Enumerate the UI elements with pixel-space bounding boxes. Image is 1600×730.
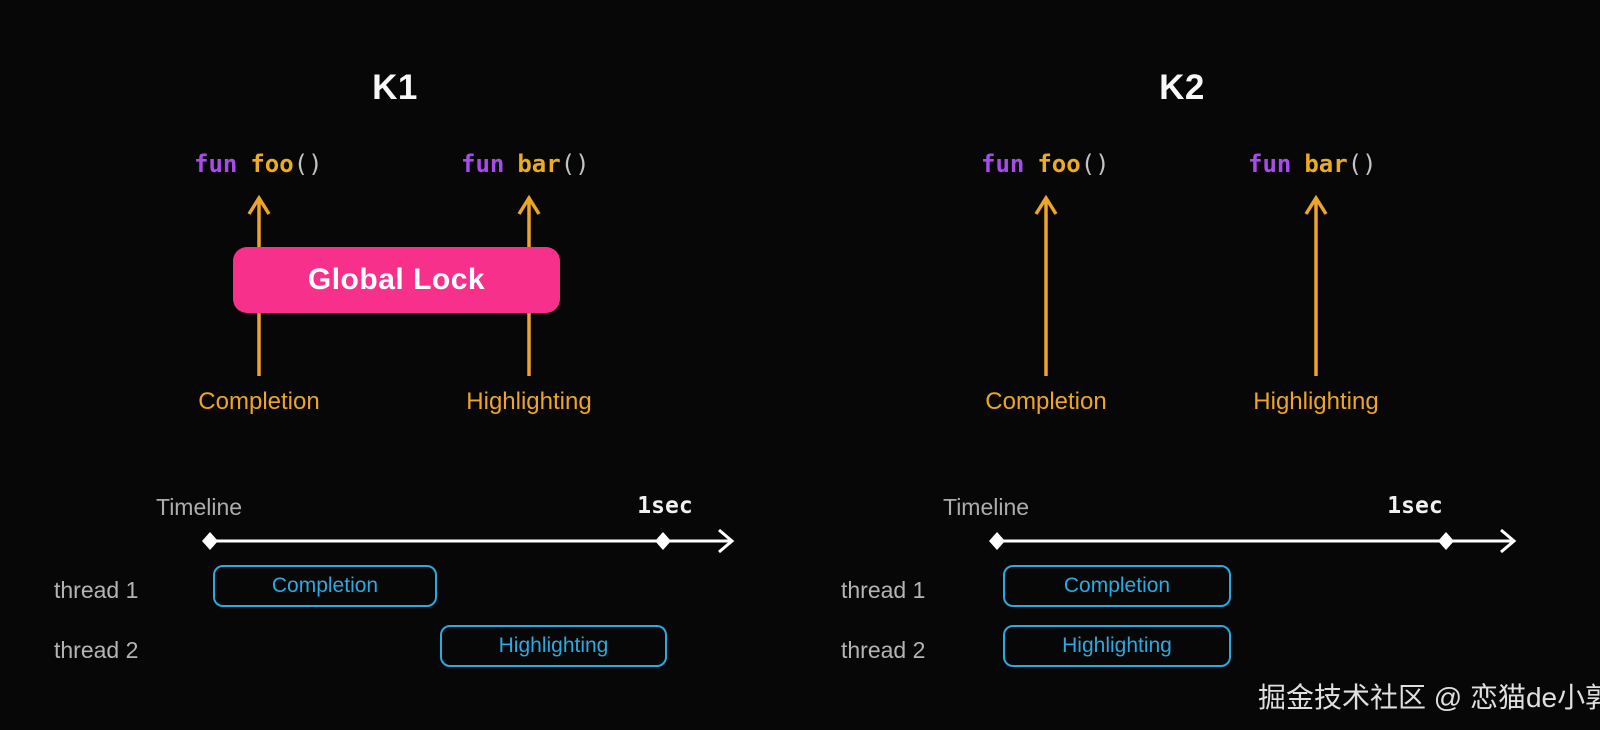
code-keyword: fun: [1248, 150, 1292, 178]
code-parens: (): [293, 150, 323, 178]
thread-1-label: thread 1: [54, 577, 139, 603]
up-arrow-icon: [1304, 194, 1328, 376]
task-box-highlighting: Highlighting: [440, 625, 667, 667]
panel-title-k2: K2: [1159, 68, 1205, 107]
timeline-1sec-diamond: [1438, 532, 1454, 550]
code-function-name: bar: [517, 150, 561, 178]
panel-title-k1: K1: [372, 68, 418, 107]
code-function-name: bar: [1304, 150, 1348, 178]
thread-2-label: thread 2: [54, 637, 139, 663]
code-keyword: fun: [981, 150, 1025, 178]
thread-2-label: thread 2: [841, 637, 926, 663]
timeline-arrowhead: [718, 528, 735, 554]
timeline-1sec-diamond: [655, 532, 671, 550]
timeline-arrowhead: [1500, 528, 1517, 554]
process-label-highlighting: Highlighting: [466, 388, 592, 415]
code-keyword: fun: [461, 150, 505, 178]
timeline-start-diamond: [989, 532, 1005, 550]
code-function-name: foo: [250, 150, 294, 178]
timeline-arrow-icon: [202, 528, 735, 554]
timeline-end-tick-label: 1sec: [637, 493, 693, 519]
watermark: 掘金技术社区 @ 恋猫de小郭: [1258, 682, 1600, 713]
code-parens: (): [1080, 150, 1110, 178]
process-label-completion: Completion: [198, 388, 320, 415]
timeline-arrow-icon: [989, 528, 1517, 554]
up-arrow-icon: [1034, 194, 1058, 376]
process-label-completion: Completion: [985, 388, 1107, 415]
code-parens: (): [560, 150, 590, 178]
task-box-highlighting: Highlighting: [1003, 625, 1231, 667]
task-box-completion: Completion: [1003, 565, 1231, 607]
thread-1-label: thread 1: [841, 577, 926, 603]
timeline-end-tick-label: 1sec: [1387, 493, 1443, 519]
code-function-name: foo: [1037, 150, 1081, 178]
code-keyword: fun: [194, 150, 238, 178]
code-parens: (): [1347, 150, 1377, 178]
timeline-axis-label: Timeline: [943, 494, 1030, 520]
timeline-axis-label: Timeline: [156, 494, 243, 520]
global-lock-badge: Global Lock: [233, 247, 560, 313]
process-label-highlighting: Highlighting: [1253, 388, 1379, 415]
timeline-start-diamond: [202, 532, 218, 550]
task-box-completion: Completion: [213, 565, 437, 607]
